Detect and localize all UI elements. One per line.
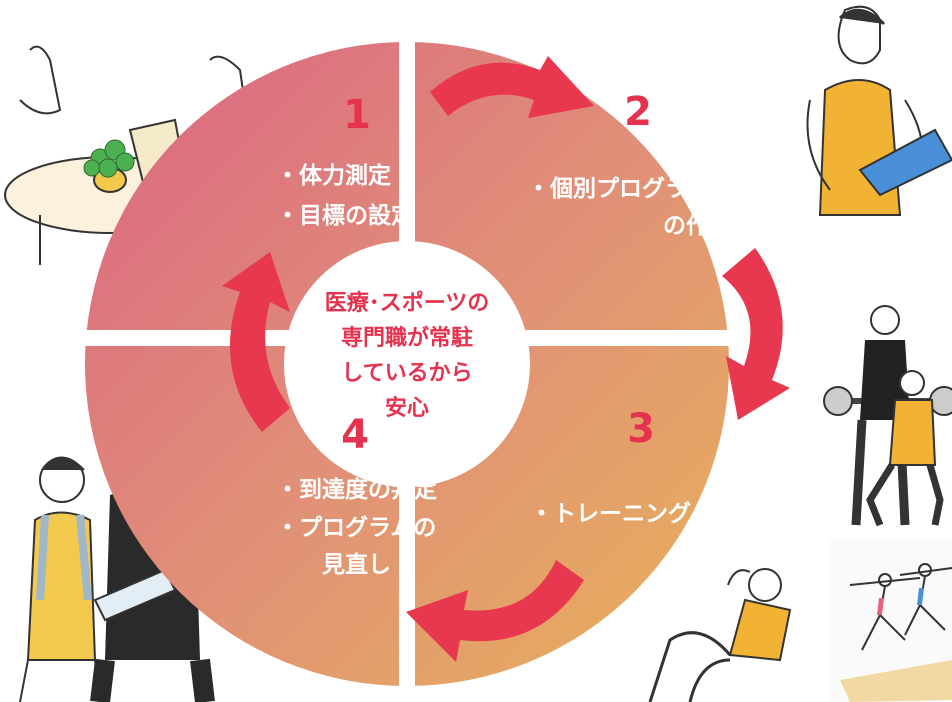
step-1-number: 1 bbox=[343, 92, 371, 138]
step-1-line-1: ・体力測定 bbox=[276, 162, 391, 189]
trainer-clipboard-illustration bbox=[806, 5, 952, 216]
arrow-step2-to-step3 bbox=[722, 248, 790, 420]
step-3-number: 3 bbox=[627, 406, 655, 452]
center-message: 医療･スポーツの 専門職が常駐 しているから 安心 bbox=[325, 290, 490, 421]
step-2-text: ・個別プログラム の作成 bbox=[527, 175, 732, 239]
cycle-arrows bbox=[222, 56, 790, 662]
arrow-step1-to-step2 bbox=[430, 56, 594, 118]
center-line-2: 専門職が常駐 bbox=[341, 325, 473, 351]
yoga-group-illustration bbox=[830, 540, 952, 702]
center-line-4: 安心 bbox=[385, 395, 429, 421]
step-4-line-2: ・プログラムの bbox=[276, 514, 436, 541]
step-2-line-2: の作成 bbox=[640, 213, 732, 239]
arrow-step4-to-step1 bbox=[222, 252, 290, 432]
step-1-text: ・体力測定 ・目標の設定 bbox=[276, 162, 414, 229]
step-4-text: ・到達度の判定 ・プログラムの 見直し bbox=[276, 476, 437, 578]
center-disc bbox=[284, 241, 530, 487]
step-2-line-1: ・個別プログラム bbox=[527, 175, 710, 202]
situp-illustration bbox=[648, 568, 792, 702]
step-3-line-1: ・トレーニング bbox=[530, 500, 691, 527]
center-line-3: しているから bbox=[341, 361, 472, 386]
step-3-text: ・トレーニング bbox=[530, 500, 691, 527]
step-1-line-2: ・目標の設定 bbox=[276, 202, 414, 229]
cycle-circle bbox=[70, 30, 750, 700]
squat-training-illustration bbox=[823, 305, 952, 527]
step-4-number: 4 bbox=[341, 412, 369, 458]
step-4-line-1: ・到達度の判定 bbox=[276, 476, 437, 503]
center-line-1: 医療･スポーツの bbox=[325, 290, 490, 316]
step-4-line-3: 見直し bbox=[299, 551, 391, 578]
step-2-number: 2 bbox=[624, 89, 652, 135]
arrow-step3-to-step4 bbox=[406, 560, 584, 662]
